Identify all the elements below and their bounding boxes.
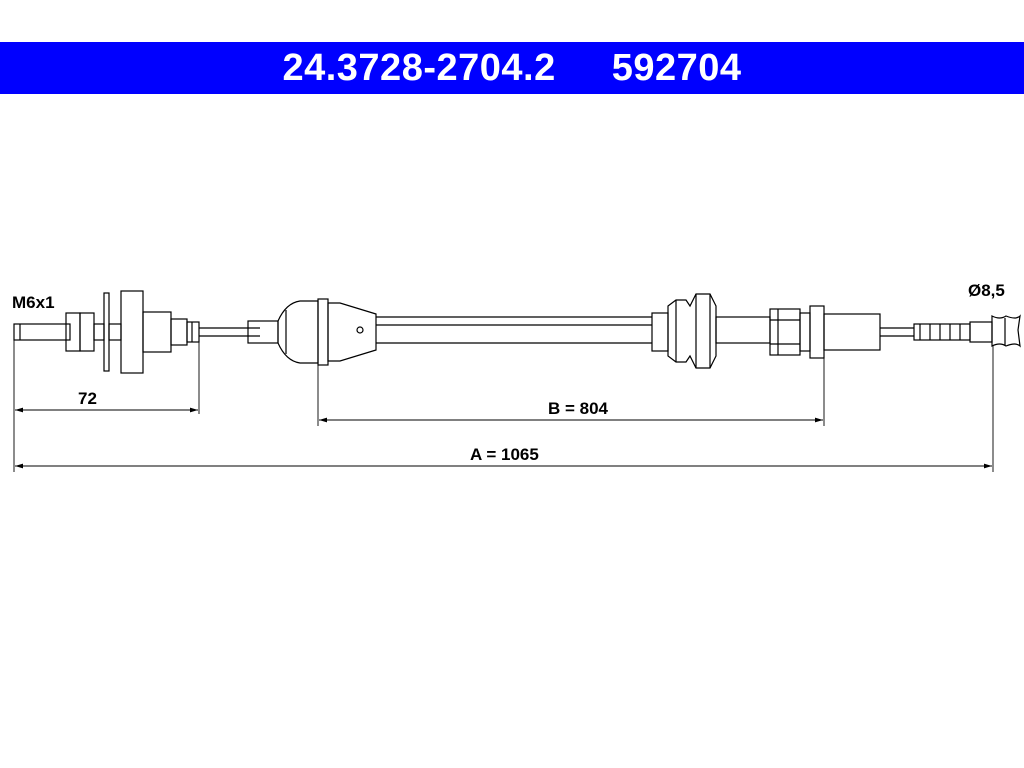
header-bar: 24.3728-2704.2 592704	[0, 42, 1024, 94]
inner-cable-left	[199, 327, 260, 337]
dim-a-label: A = 1065	[470, 445, 539, 464]
diameter-label: Ø8,5	[968, 281, 1005, 300]
dim-b-label: B = 804	[548, 399, 609, 418]
thread-label: M6x1	[12, 293, 55, 312]
ref-number: 592704	[611, 46, 742, 89]
adjuster-fitting	[247, 298, 377, 366]
right-ferrule	[769, 305, 881, 359]
dim-72-label: 72	[78, 389, 97, 408]
outer-sheath	[376, 316, 652, 344]
part-number: 24.3728-2704.2	[282, 46, 556, 89]
left-threaded-end	[13, 290, 200, 374]
right-eye-end	[913, 314, 1021, 348]
inner-cable-right	[880, 327, 914, 337]
rubber-boot	[651, 293, 771, 369]
extension-lines	[13, 340, 994, 472]
